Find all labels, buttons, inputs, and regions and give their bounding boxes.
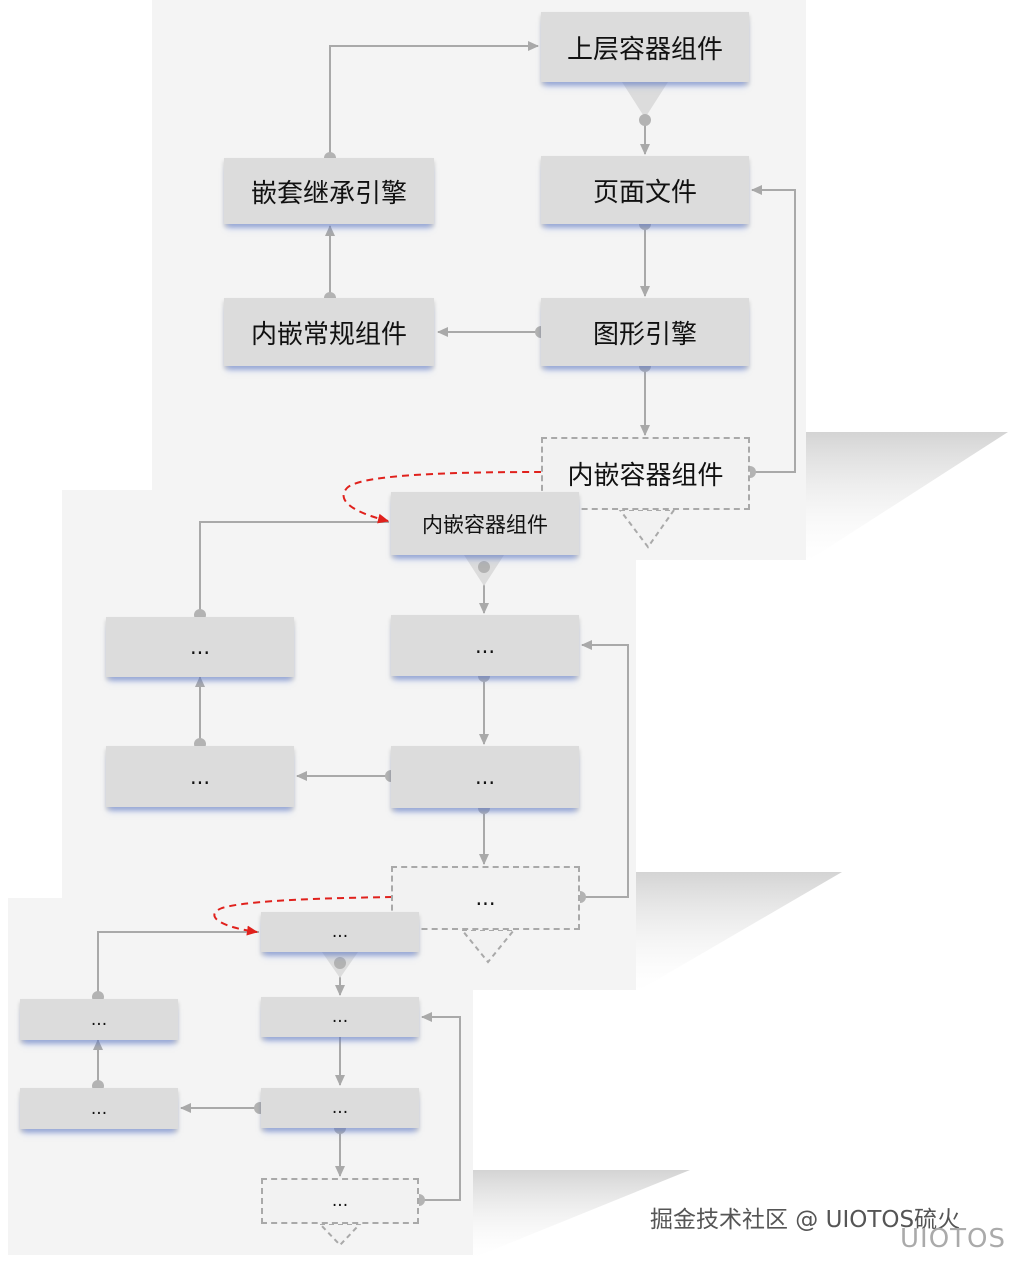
edge-engine-to-upper bbox=[329, 41, 539, 158]
dashed-pointer-l2 bbox=[459, 929, 517, 964]
shadow-level-3 bbox=[473, 1170, 690, 1258]
edge-l2-loop bbox=[580, 640, 629, 898]
dashed-pointer-l3 bbox=[317, 1223, 363, 1247]
node-l2-left-top: ... bbox=[106, 617, 294, 677]
node-l2-dashed: ... bbox=[391, 866, 580, 930]
node-l3-mid: ... bbox=[261, 1088, 419, 1128]
edge-l2-left-to-top bbox=[199, 521, 389, 615]
edge-l3-left-to-top bbox=[97, 931, 259, 997]
edge-container-loop bbox=[750, 185, 796, 473]
node-l2-main: ... bbox=[391, 615, 579, 676]
node-nested-regular: 内嵌常规组件 bbox=[224, 298, 434, 366]
red-link-l2-to-l3 bbox=[213, 896, 393, 936]
watermark-brand: UIOTOS bbox=[900, 1224, 1007, 1254]
pointer-upper bbox=[622, 82, 668, 118]
node-graphic-engine: 图形引擎 bbox=[541, 298, 749, 366]
node-l2-left-low: ... bbox=[106, 746, 294, 807]
node-l3-left-top: ... bbox=[20, 999, 178, 1040]
node-page-file: 页面文件 bbox=[541, 156, 749, 224]
node-l3-top: ... bbox=[261, 912, 419, 952]
node-l3-main: ... bbox=[261, 997, 419, 1037]
node-l2-mid: ... bbox=[391, 746, 579, 808]
node-l3-dashed: ... bbox=[261, 1178, 419, 1224]
watermark-text: 掘金技术社区 @ UIOTOS硫火 bbox=[650, 1207, 961, 1233]
node-upper-container: 上层容器组件 bbox=[541, 12, 749, 82]
node-l3-left-low: ... bbox=[20, 1088, 178, 1129]
edge-l3-loop bbox=[419, 1012, 461, 1201]
red-link-l1-to-l2 bbox=[342, 471, 542, 524]
dashed-pointer-l1 bbox=[617, 509, 676, 549]
node-nested-engine: 嵌套继承引擎 bbox=[224, 158, 434, 224]
node-l2-nested-container: 内嵌容器组件 bbox=[391, 492, 579, 555]
shadow-level-2 bbox=[636, 872, 842, 992]
shadow-level-1 bbox=[806, 432, 1008, 562]
